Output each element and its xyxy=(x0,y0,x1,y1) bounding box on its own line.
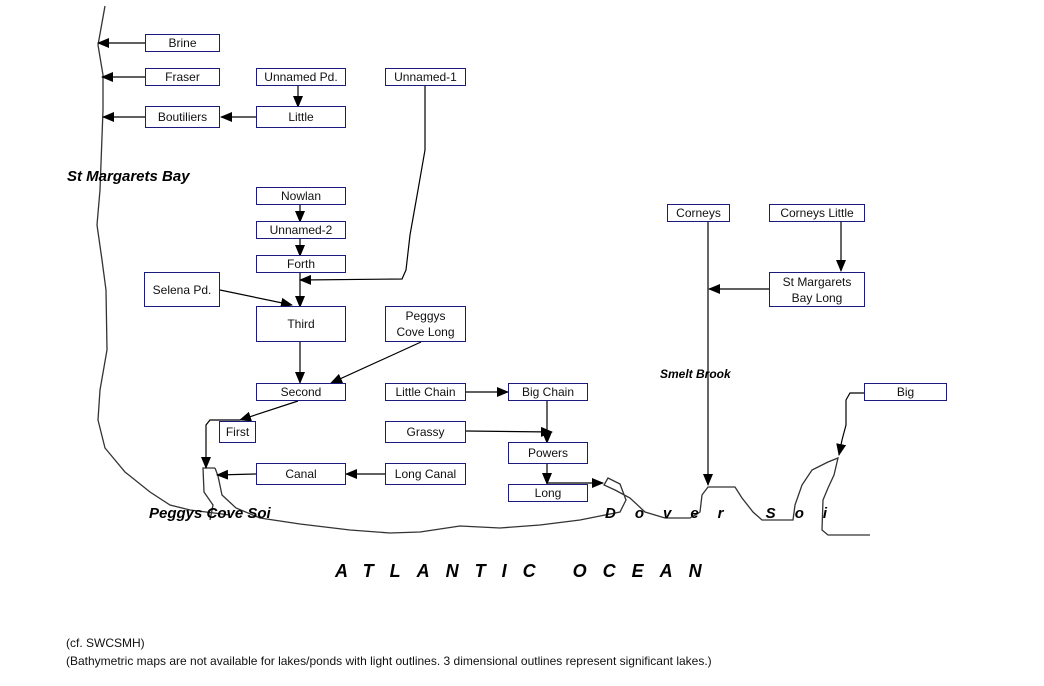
lake-label: Unnamed Pd. xyxy=(264,70,338,84)
lake-grassy[interactable]: Grassy xyxy=(385,421,466,443)
lake-unnamed-pd[interactable]: Unnamed Pd. xyxy=(256,68,346,86)
flow-first-soi xyxy=(201,419,240,469)
lake-little-chain[interactable]: Little Chain xyxy=(385,383,466,401)
lake-label: Grassy xyxy=(406,425,445,439)
flow-selena-third xyxy=(219,289,293,308)
legend-note: (Bathymetric maps are not available for … xyxy=(66,654,712,668)
lake-first[interactable]: First xyxy=(219,421,256,443)
lake-long-canal[interactable]: Long Canal xyxy=(385,463,466,485)
lake-unnamed-1[interactable]: Unnamed-1 xyxy=(385,68,466,86)
lake-boutiliers[interactable]: Boutiliers xyxy=(145,106,220,128)
lake-corneys[interactable]: Corneys xyxy=(667,204,730,222)
flow-big-dover xyxy=(836,392,865,456)
coast-peggys-cove-east xyxy=(214,456,870,536)
lake-second[interactable]: Second xyxy=(256,383,346,401)
lake-big-chain[interactable]: Big Chain xyxy=(508,383,588,401)
coast-st-margarets-bay xyxy=(96,5,231,516)
lake-long[interactable]: Long xyxy=(508,484,588,502)
lake-label: Boutiliers xyxy=(157,110,208,124)
lake-peggys-cove-long[interactable]: Peggys Cove Long xyxy=(385,306,466,342)
lake-little[interactable]: Little xyxy=(256,106,346,128)
lake-label: St Margarets Bay Long xyxy=(782,274,852,305)
source-note: (cf. SWCSMH) xyxy=(66,636,145,650)
lake-powers[interactable]: Powers xyxy=(508,442,588,464)
lake-label: First xyxy=(225,425,250,439)
lake-label: Big Chain xyxy=(521,385,575,399)
lake-label: Powers xyxy=(527,446,568,460)
lake-fraser[interactable]: Fraser xyxy=(145,68,220,86)
label-smelt-brook: Smelt Brook xyxy=(660,367,731,381)
lake-forth[interactable]: Forth xyxy=(256,255,346,273)
lake-label: Fraser xyxy=(165,70,200,84)
lake-label: Brine xyxy=(168,36,197,50)
lake-label: Third xyxy=(287,317,315,331)
flow-unnamed1-third xyxy=(299,86,426,285)
label-dover-soi: Dover Soi xyxy=(605,505,847,522)
flow-grassy-powers xyxy=(465,426,553,437)
lake-label: Long Canal xyxy=(394,467,457,481)
flow-canal-soi xyxy=(216,469,257,480)
lake-big[interactable]: Big xyxy=(864,383,947,401)
lake-label: Big xyxy=(896,385,915,399)
lake-label: Canal xyxy=(285,467,317,481)
lake-brine[interactable]: Brine xyxy=(145,34,220,52)
lake-label: Forth xyxy=(286,257,315,271)
lake-unnamed-2[interactable]: Unnamed-2 xyxy=(256,221,346,239)
lake-label: Peggys Cove Long xyxy=(396,309,455,339)
lake-label: Little xyxy=(288,110,314,124)
lake-label: Second xyxy=(280,385,322,399)
lake-corneys-little[interactable]: Corneys Little xyxy=(769,204,865,222)
lake-label: Little Chain xyxy=(395,385,456,399)
flow-peggys-cove-long-second xyxy=(330,341,422,384)
lake-label: Long xyxy=(534,486,562,500)
lake-label: Corneys Little xyxy=(780,206,854,220)
lake-label: Unnamed-1 xyxy=(394,70,457,84)
lake-selena-pd[interactable]: Selena Pd. xyxy=(144,272,220,307)
lake-label: Nowlan xyxy=(280,189,322,203)
label-atlantic-ocean: ATLANTIC OCEAN xyxy=(335,561,718,581)
flow-second-first xyxy=(239,400,299,422)
lake-canal[interactable]: Canal xyxy=(256,463,346,485)
lake-nowlan[interactable]: Nowlan xyxy=(256,187,346,205)
lake-third[interactable]: Third xyxy=(256,306,346,342)
label-st-margarets-bay: St Margarets Bay xyxy=(67,168,190,185)
lake-st-margarets-bay-long[interactable]: St Margarets Bay Long xyxy=(769,272,865,307)
lake-label: Selena Pd. xyxy=(152,282,212,297)
label-peggys-cove-soi: Peggys Cove Soi xyxy=(149,505,271,522)
lake-label: Unnamed-2 xyxy=(269,223,333,237)
lake-label: Corneys xyxy=(676,206,721,220)
